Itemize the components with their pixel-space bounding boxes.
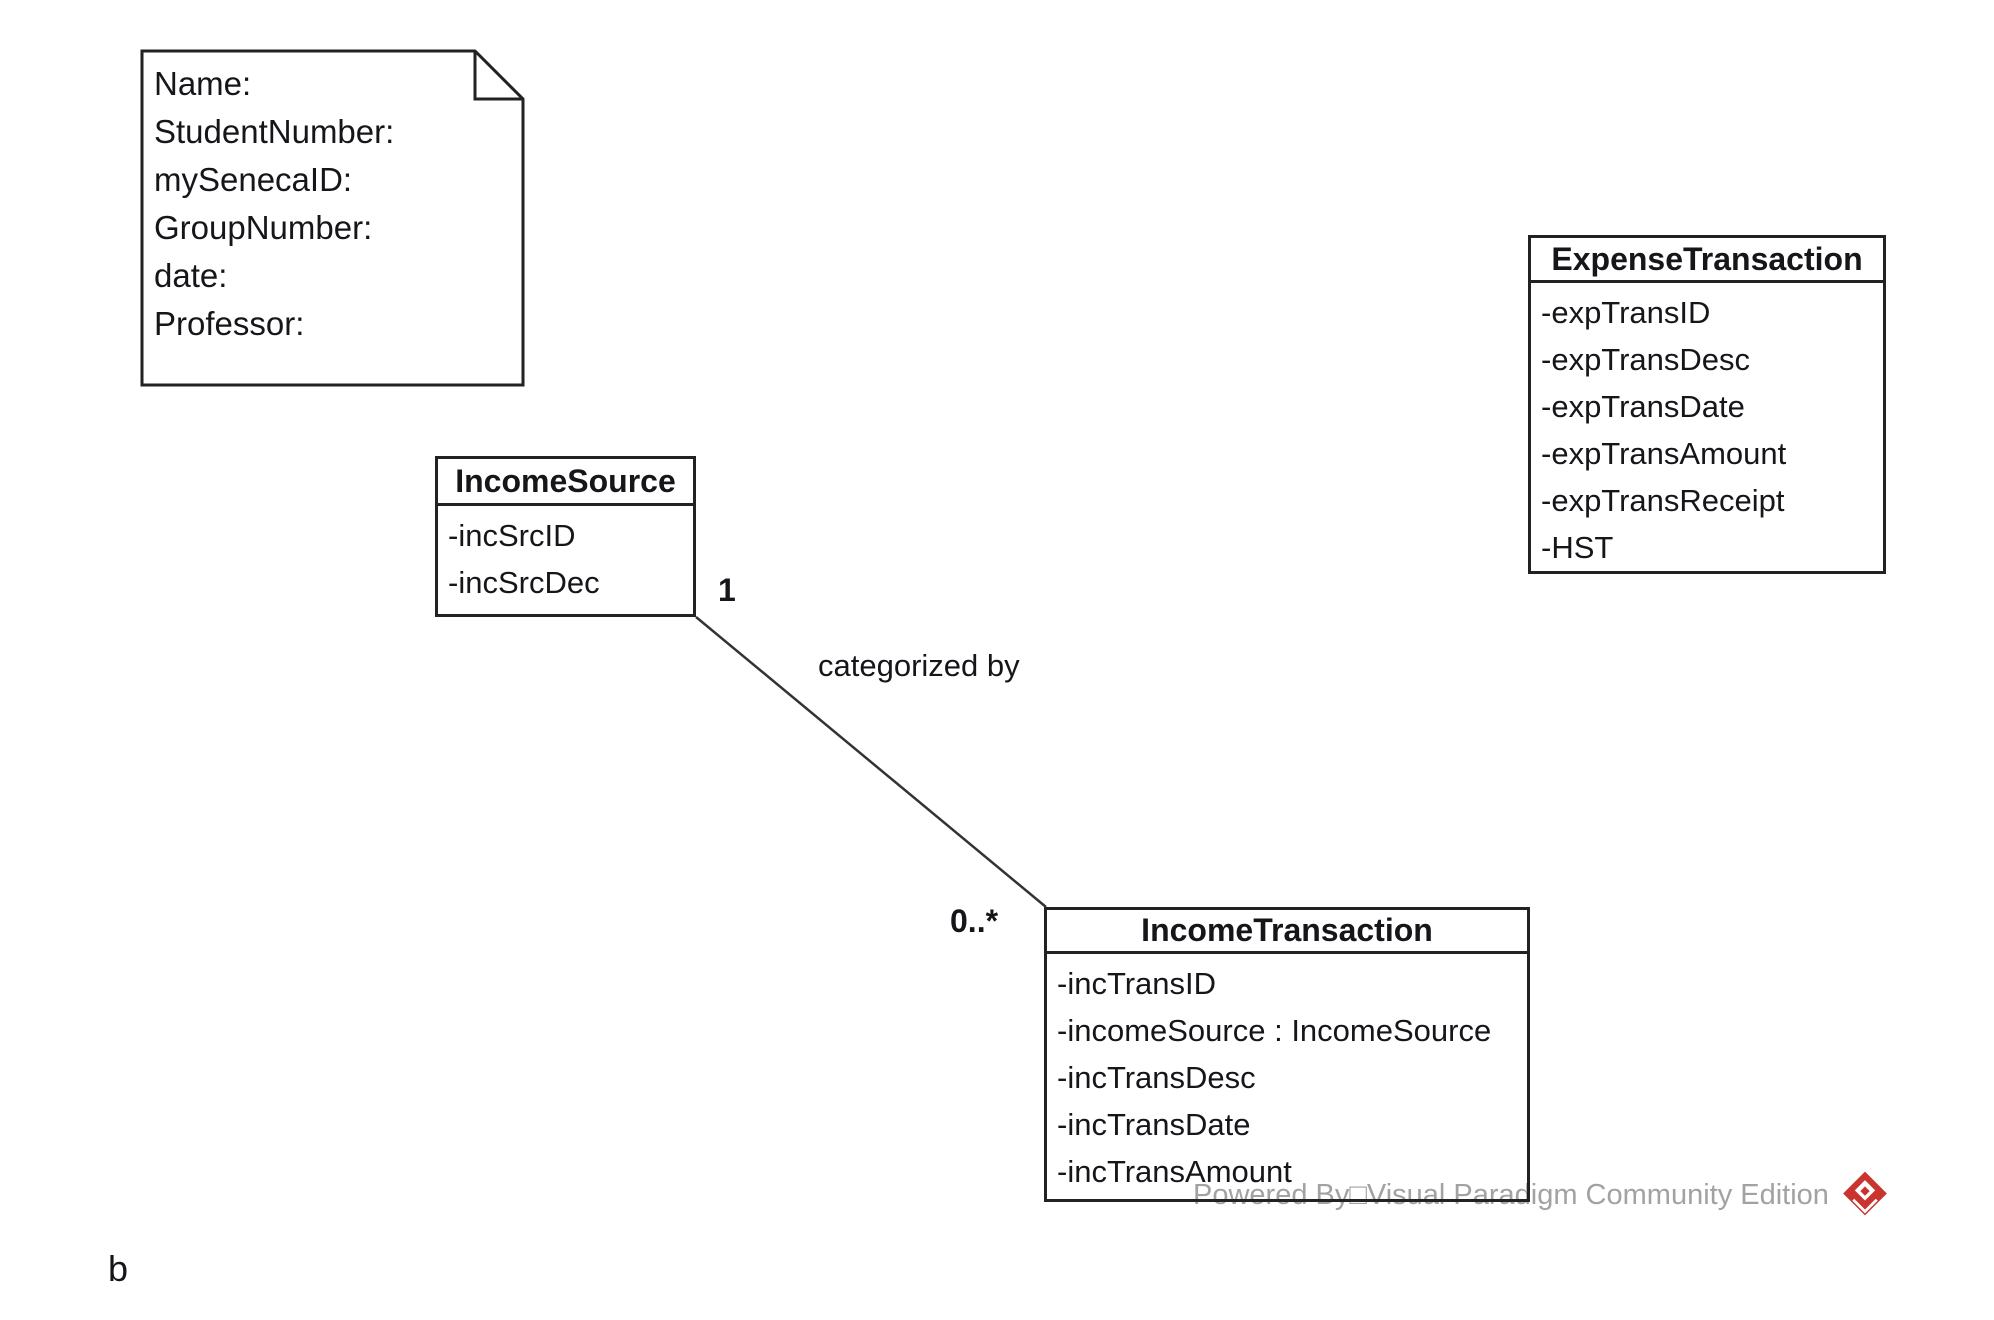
attribute: -incSrcID bbox=[448, 518, 576, 553]
attribute: -HST bbox=[1541, 530, 1614, 565]
attribute: -expTransAmount bbox=[1541, 436, 1787, 471]
attribute: -expTransReceipt bbox=[1541, 483, 1785, 518]
figure-caption: b bbox=[108, 1248, 129, 1289]
class-income-source: IncomeSource -incSrcID -incSrcDec bbox=[435, 456, 696, 617]
class-title: ExpenseTransaction bbox=[1531, 238, 1883, 283]
note-line: date: bbox=[154, 257, 228, 294]
class-expense-transaction: ExpenseTransaction -expTransID -expTrans… bbox=[1528, 235, 1886, 574]
attribute: -expTransID bbox=[1541, 295, 1711, 330]
class-attributes: -incTransID -incomeSource : IncomeSource… bbox=[1047, 954, 1527, 1195]
attribute: -expTransDate bbox=[1541, 389, 1745, 424]
attribute: -incTransID bbox=[1057, 966, 1217, 1001]
multiplicity-source: 1 bbox=[718, 572, 736, 608]
association-line bbox=[695, 616, 1047, 908]
class-attributes: -incSrcID -incSrcDec bbox=[438, 506, 693, 606]
attribute: -expTransDesc bbox=[1541, 342, 1751, 377]
uml-note: Name: StudentNumber: mySenecaID: GroupNu… bbox=[154, 60, 504, 348]
attribute: -incTransDate bbox=[1057, 1107, 1251, 1142]
visual-paradigm-logo-icon bbox=[1843, 1171, 1887, 1216]
class-income-transaction: IncomeTransaction -incTransID -incomeSou… bbox=[1044, 907, 1530, 1202]
watermark-text: Powered By□Visual Paradigm Community Edi… bbox=[1193, 1178, 1829, 1211]
note-fold-icon bbox=[473, 51, 523, 101]
association-label: categorized by bbox=[818, 648, 1020, 683]
note-line: StudentNumber: bbox=[154, 113, 395, 150]
note-outline bbox=[140, 49, 525, 387]
attribute: -incSrcDec bbox=[448, 565, 600, 600]
note-line: Professor: bbox=[154, 305, 305, 342]
note-line: GroupNumber: bbox=[154, 209, 373, 246]
note-line: Name: bbox=[154, 65, 252, 102]
class-attributes: -expTransID -expTransDesc -expTransDate … bbox=[1531, 283, 1883, 571]
multiplicity-target: 0..* bbox=[950, 903, 999, 939]
class-title: IncomeTransaction bbox=[1047, 910, 1527, 954]
note-line: mySenecaID: bbox=[154, 161, 353, 198]
attribute: -incTransDesc bbox=[1057, 1060, 1256, 1095]
attribute: -incTransAmount bbox=[1057, 1154, 1292, 1189]
watermark: Powered By□Visual Paradigm Community Edi… bbox=[1193, 1170, 1889, 1220]
class-title: IncomeSource bbox=[438, 459, 693, 506]
attribute: -incomeSource : IncomeSource bbox=[1057, 1013, 1492, 1048]
